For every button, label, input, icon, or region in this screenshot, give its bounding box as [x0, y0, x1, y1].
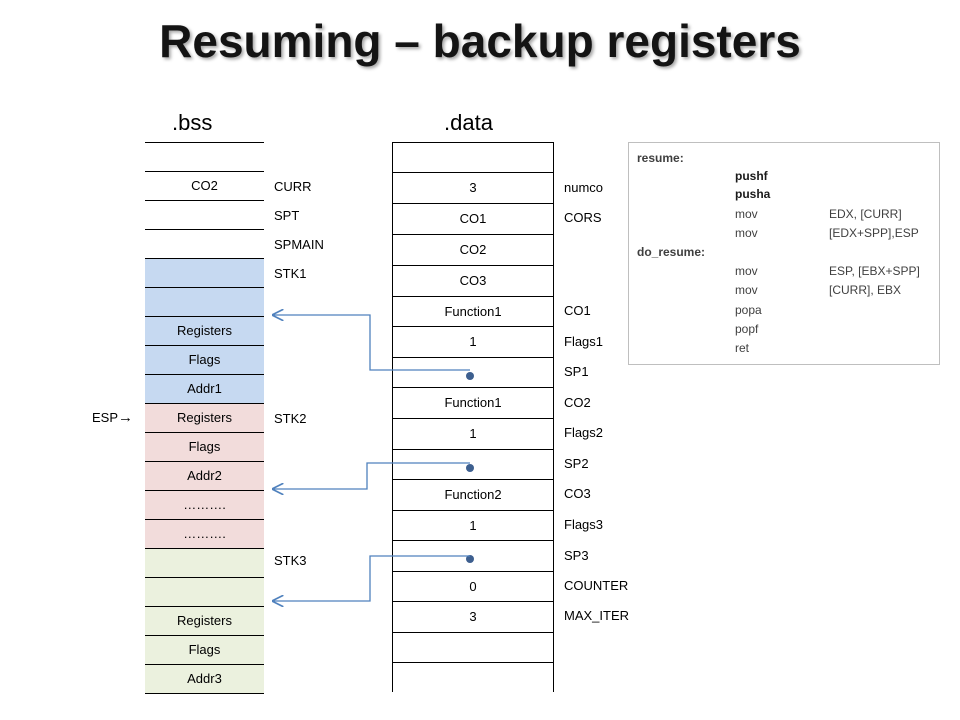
data-label-co3: CO3 [564, 486, 591, 501]
assembly-code-box: resume: pushf pusha mov EDX, [CURR] mov … [628, 142, 940, 365]
bss-cell: ………. [145, 490, 264, 519]
bss-cell: Flags [145, 635, 264, 664]
data-label-co2: CO2 [564, 395, 591, 410]
bss-label-stk1: STK1 [274, 266, 307, 281]
pointer-dot-cell [392, 357, 554, 387]
data-label-flags1: Flags1 [564, 334, 604, 349]
resume-label: resume: [637, 151, 684, 165]
data-cell: CO1 [392, 203, 554, 234]
bss-bottom-border [145, 693, 264, 694]
bss-cell: Registers [145, 606, 264, 635]
data-label-counter: COUNTER [564, 578, 629, 593]
bss-label-spt: SPT [274, 208, 300, 223]
instr-mov-4-operands: [CURR], EBX [829, 283, 902, 297]
bss-label-stk3: STK3 [274, 553, 307, 568]
data-cell: Function1 [392, 296, 554, 326]
pointer-dot-icon [466, 555, 474, 563]
bss-cell [145, 229, 264, 258]
data-label-numco: numco [564, 180, 604, 195]
data-header: .data [444, 110, 493, 135]
data-label-sp1: SP1 [564, 364, 589, 379]
instr-mov-1-operands: EDX, [CURR] [829, 207, 902, 221]
bss-cell [145, 258, 264, 287]
bss-cell [145, 142, 264, 171]
do-resume-label: do_resume: [637, 245, 706, 259]
instr-mov-1: mov [735, 207, 758, 221]
esp-label: ESP [92, 410, 119, 425]
bss-cell: Registers [145, 403, 264, 432]
bss-cell: CO2 [145, 171, 264, 200]
esp-pointer: ESP→ [92, 409, 133, 426]
sp3-pointer-arrow [273, 555, 470, 601]
data-cell: CO2 [392, 234, 554, 265]
pointer-dot-cell [392, 449, 554, 479]
data-cell: Function1 [392, 387, 554, 418]
instr-mov-2-operands: [EDX+SPP],ESP [829, 226, 919, 240]
bss-cell: Registers [145, 316, 264, 345]
data-cell: 3 [392, 172, 554, 203]
data-cell [392, 142, 554, 172]
data-label-sp2: SP2 [564, 456, 589, 471]
data-cell: 0 [392, 571, 554, 601]
pointer-dot-cell [392, 540, 554, 571]
bss-cell: Flags [145, 432, 264, 461]
instr-mov-3-operands: ESP, [EBX+SPP] [829, 264, 920, 278]
instr-mov-3: mov [735, 264, 758, 278]
data-label-sp3: SP3 [564, 548, 589, 563]
sp2-pointer-arrow [273, 462, 470, 489]
bss-header: .bss [172, 110, 213, 135]
data-cell: Function2 [392, 479, 554, 510]
esp-arrow-icon: → [118, 409, 134, 426]
bss-cell [145, 548, 264, 577]
instr-mov-2: mov [735, 226, 758, 240]
bss-label-stk2: STK2 [274, 411, 307, 426]
data-label-max-iter: MAX_ITER [564, 608, 630, 623]
data-label-flags3: Flags3 [564, 517, 604, 532]
data-cell [392, 662, 554, 692]
instr-pusha: pusha [735, 187, 771, 201]
data-cell: 1 [392, 326, 554, 357]
data-label-cors: CORS [564, 210, 602, 225]
bss-label-spmain: SPMAIN [274, 237, 324, 252]
bss-cell: ………. [145, 519, 264, 548]
data-cell: 1 [392, 510, 554, 540]
bss-cell: Flags [145, 345, 264, 374]
instr-pushf: pushf [735, 169, 768, 183]
instr-ret: ret [735, 341, 750, 355]
bss-label-curr: CURR [274, 179, 312, 194]
sp1-pointer-arrow [273, 315, 470, 371]
instr-mov-4: mov [735, 283, 758, 297]
pointer-dot-icon [466, 464, 474, 472]
data-cell: 1 [392, 418, 554, 449]
bss-cell: Addr3 [145, 664, 264, 693]
pointer-dot-icon [466, 372, 474, 380]
data-cell: 3 [392, 601, 554, 632]
bss-cell [145, 577, 264, 606]
data-label-co1: CO1 [564, 303, 591, 318]
instr-popa: popa [735, 303, 762, 317]
data-cell [392, 632, 554, 662]
slide-title: Resuming – backup registers [159, 15, 801, 67]
bss-cell: Addr2 [145, 461, 264, 490]
bss-cell [145, 200, 264, 229]
bss-cell [145, 287, 264, 316]
data-cell: CO3 [392, 265, 554, 296]
bss-cell: Addr1 [145, 374, 264, 403]
instr-popf: popf [735, 322, 759, 336]
data-label-flags2: Flags2 [564, 425, 604, 440]
